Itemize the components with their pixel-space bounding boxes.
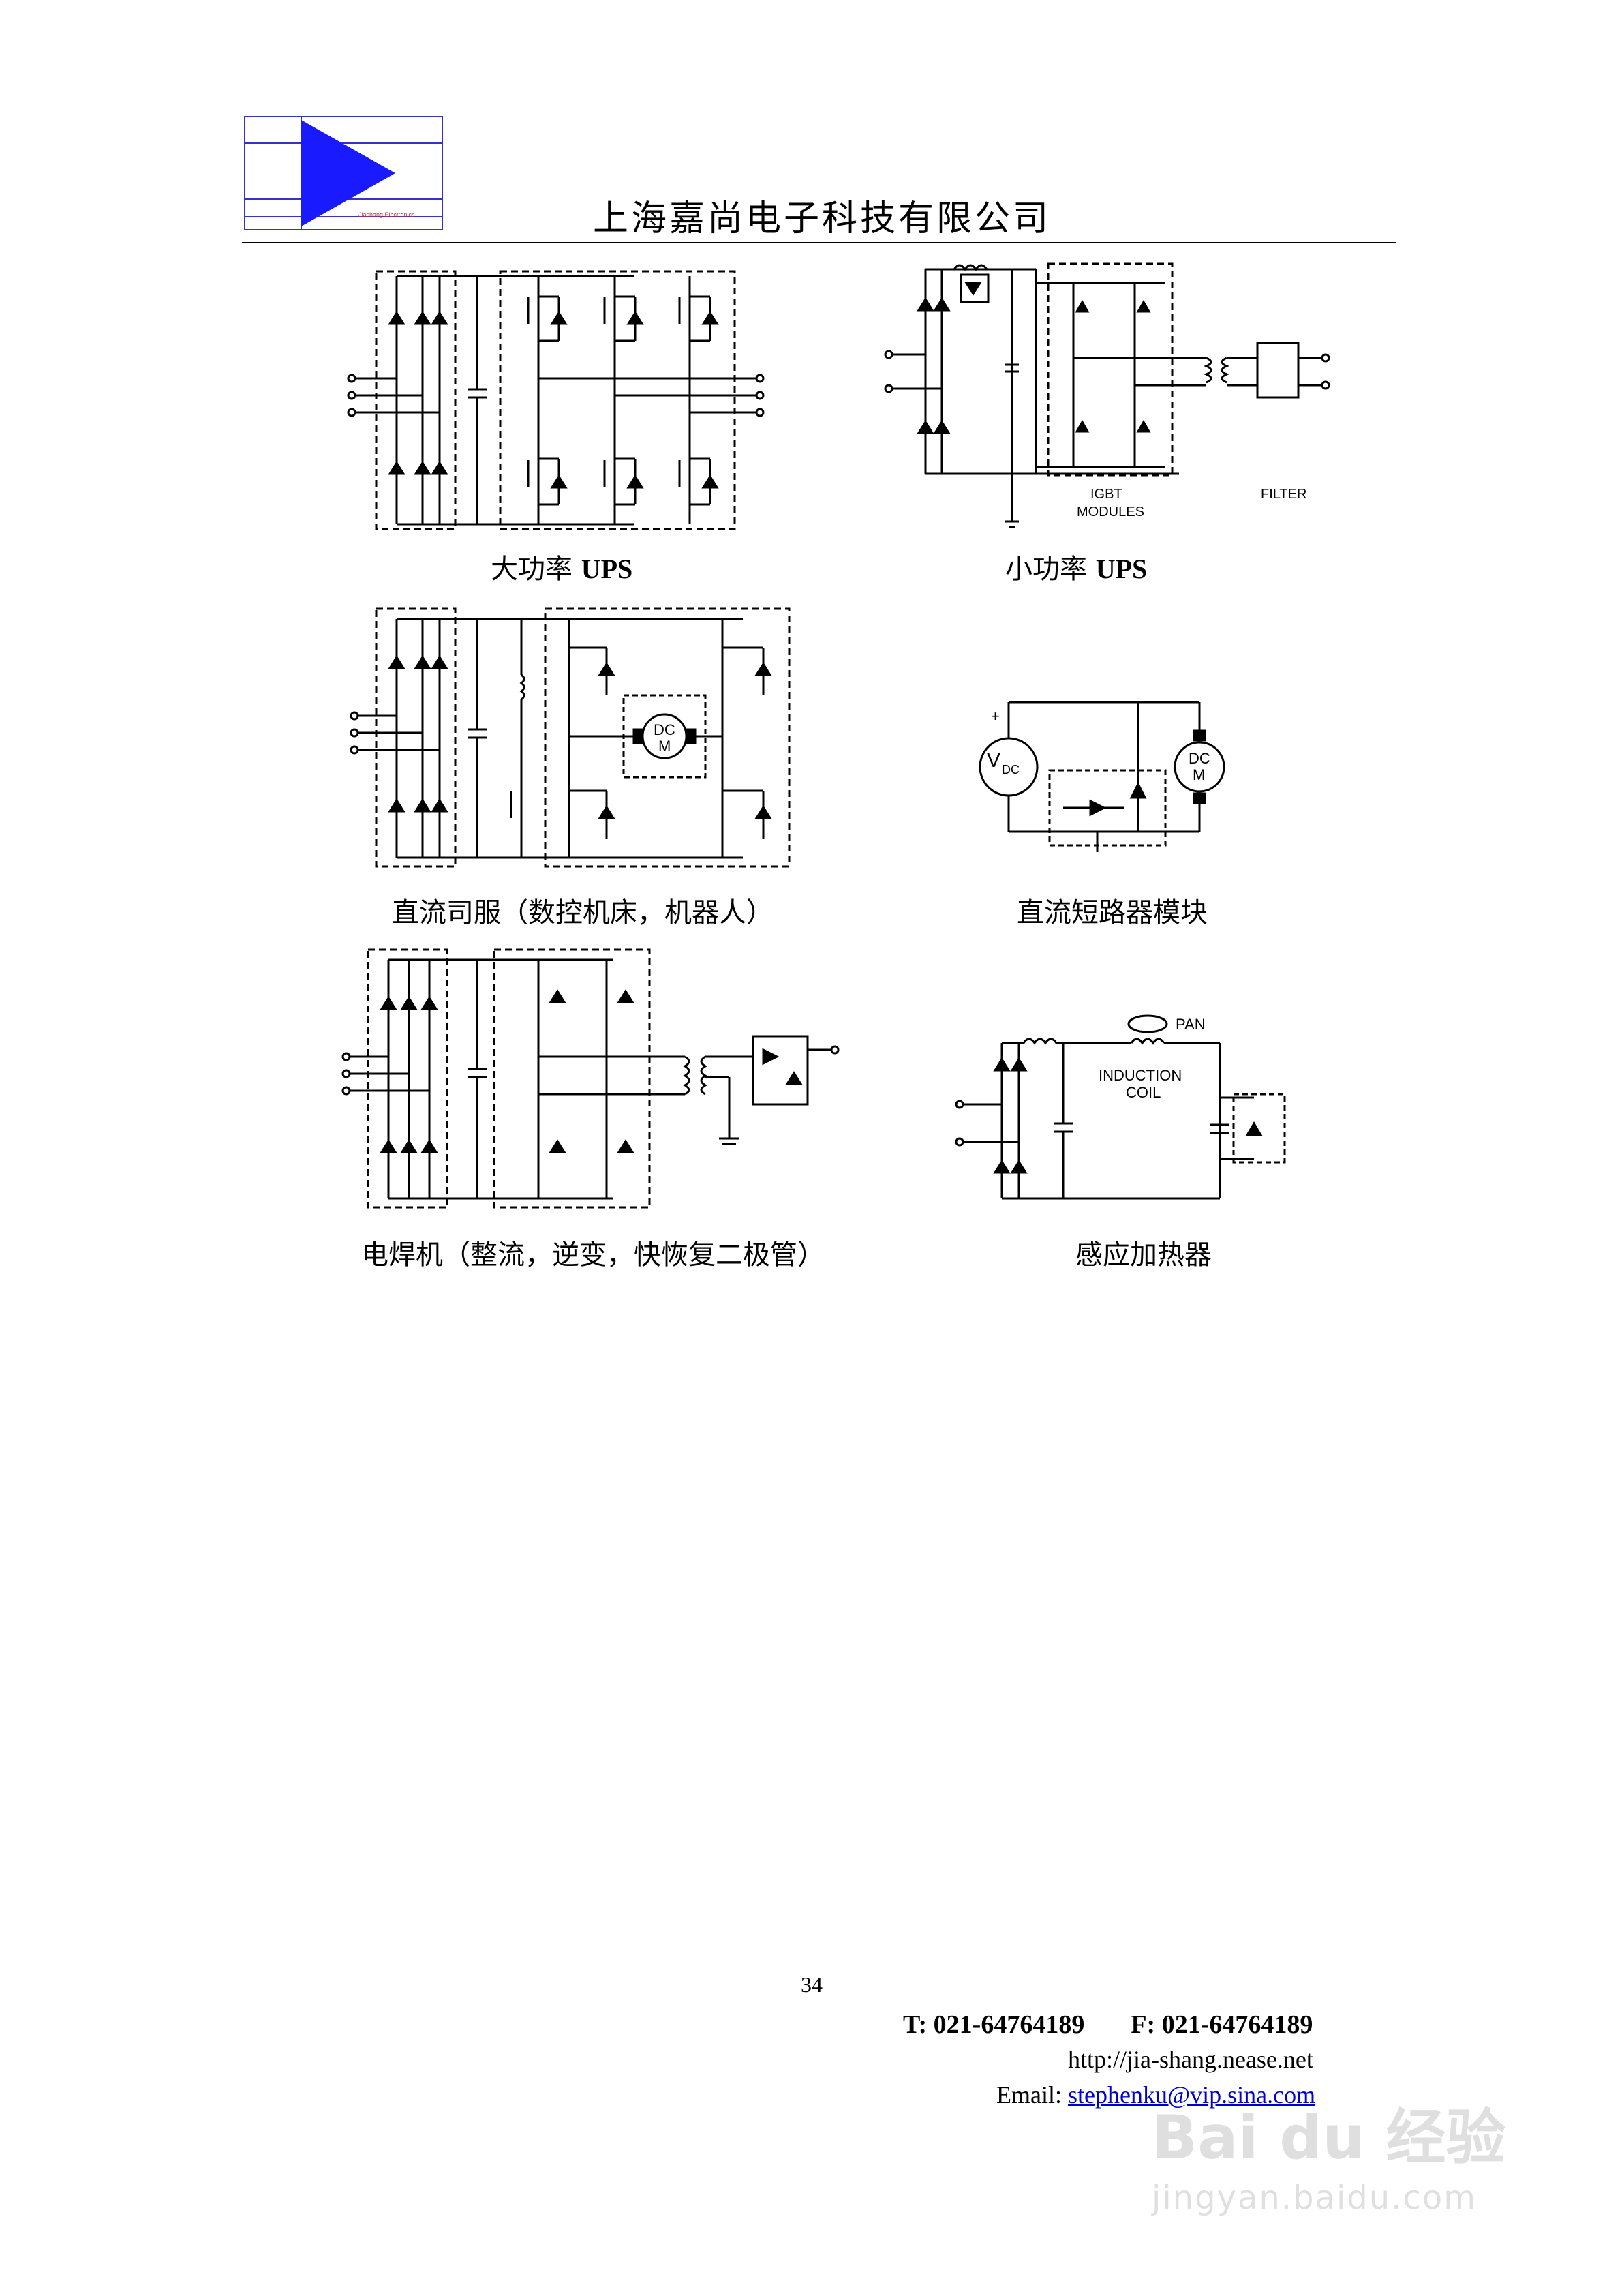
page-number: 34 bbox=[801, 1972, 823, 1997]
company-name: 上海嘉尚电子科技有限公司 bbox=[593, 198, 1052, 239]
caption-dc-servo: 直流司服（数控机床，机器人） bbox=[392, 897, 774, 928]
email-label: Email: bbox=[996, 2081, 1068, 2109]
small-ups-diagram: IGBT MODULES FILTER bbox=[884, 262, 1330, 528]
phone-fax-line: T: 021-64764189 F: 021-64764189 bbox=[903, 2010, 1313, 2040]
email-link[interactable]: stephenku@vip.sina.com bbox=[1067, 2081, 1316, 2109]
baidu-watermark: Bai du 经验 jingyan.baidu.com bbox=[1152, 2089, 1506, 2217]
svg-text:DC: DC bbox=[1189, 750, 1210, 767]
svg-text:V: V bbox=[987, 749, 1000, 772]
caption-dc-chopper: 直流短路器模块 bbox=[1017, 897, 1208, 928]
svg-text:+: + bbox=[991, 708, 1000, 725]
dc-servo-diagram: DC M bbox=[350, 607, 791, 868]
dc-chopper-diagram: V DC + DC M bbox=[979, 701, 1225, 852]
svg-text:PAN: PAN bbox=[1176, 1016, 1206, 1033]
svg-text:FILTER: FILTER bbox=[1261, 487, 1306, 502]
caption-large-ups: 大功率 UPS bbox=[491, 554, 633, 585]
caption-welder: 电焊机（整流，逆变，快恢复二极管） bbox=[361, 1239, 825, 1271]
svg-text:M: M bbox=[658, 738, 671, 755]
svg-text:INDUCTION: INDUCTION bbox=[1099, 1067, 1182, 1084]
email-line: Email: stephenku@vip.sina.com bbox=[996, 2081, 1315, 2109]
svg-text:DC: DC bbox=[1002, 763, 1020, 776]
website-url: http://jia-shang.nease.net bbox=[1068, 2046, 1313, 2073]
watermark-brand: Bai du 经验 bbox=[1152, 2102, 1506, 2173]
watermark-url: jingyan.baidu.com bbox=[1152, 2179, 1477, 2217]
induction-heater-diagram: PAN INDUCTION COIL bbox=[955, 1014, 1286, 1200]
svg-text:COIL: COIL bbox=[1126, 1084, 1161, 1101]
svg-text:MODULES: MODULES bbox=[1077, 504, 1144, 519]
caption-induction-heater: 感应加热器 bbox=[1075, 1239, 1212, 1271]
company-logo: Jiashang Electronics bbox=[244, 116, 443, 230]
svg-text:M: M bbox=[1193, 766, 1205, 783]
header-divider bbox=[242, 242, 1396, 243]
fax-number: F: 021-64764189 bbox=[1131, 2010, 1313, 2039]
svg-text:IGBT: IGBT bbox=[1090, 487, 1122, 502]
welder-diagram bbox=[341, 948, 840, 1209]
logo-caption: Jiashang Electronics bbox=[358, 211, 415, 218]
tel-number: T: 021-64764189 bbox=[903, 2010, 1085, 2039]
svg-text:DC: DC bbox=[654, 721, 675, 738]
large-ups-diagram bbox=[347, 270, 765, 530]
caption-small-ups: 小功率 UPS bbox=[1005, 554, 1148, 585]
